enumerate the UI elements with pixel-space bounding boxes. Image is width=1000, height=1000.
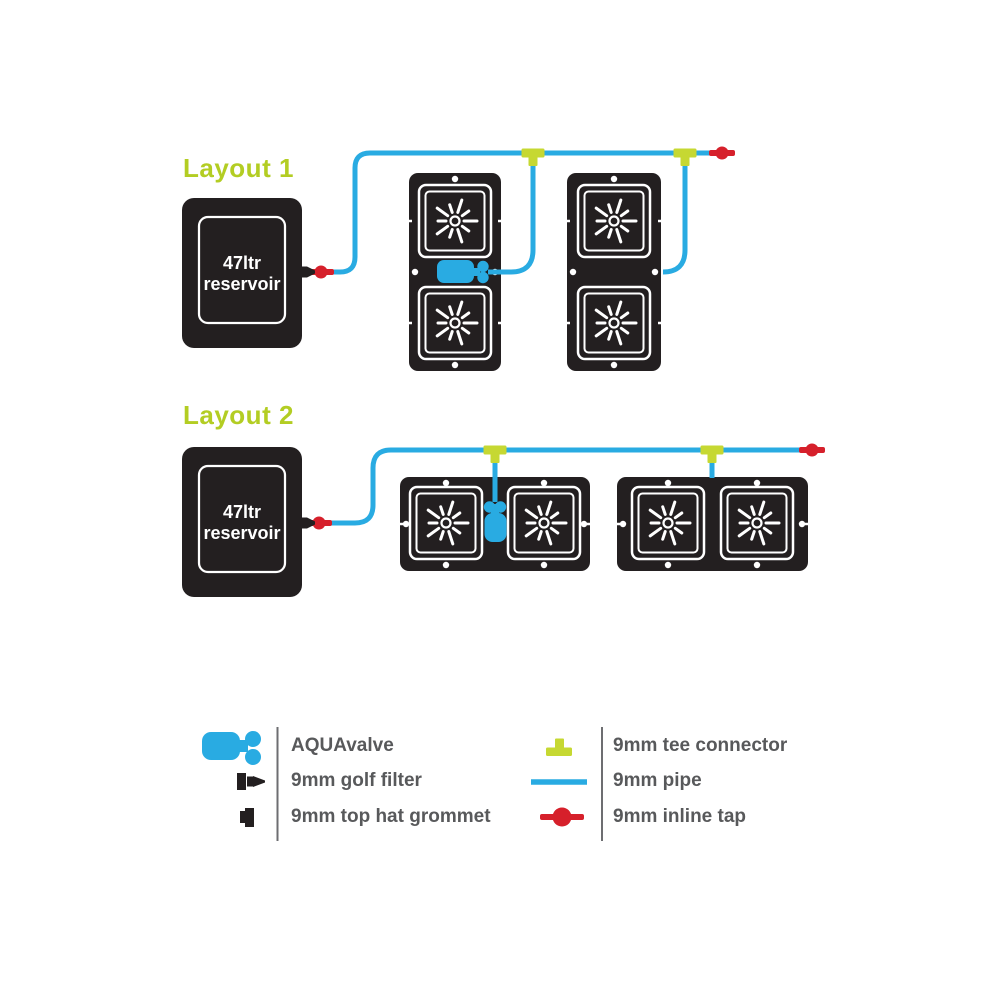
layout1-diagram bbox=[180, 146, 735, 371]
pot-starburst-icon bbox=[576, 285, 652, 361]
inline-tap-icon bbox=[709, 146, 735, 160]
tray-edge-ticks bbox=[564, 219, 664, 325]
inline-tap-icon bbox=[799, 443, 825, 457]
legend-icons bbox=[202, 727, 603, 841]
layout1-reservoir-label: 47ltr reservoir bbox=[182, 253, 302, 295]
aquavalve-icon bbox=[483, 501, 507, 542]
legend-label-aquavalve: AQUAvalve bbox=[291, 735, 394, 756]
tee-connector-icon bbox=[700, 445, 724, 463]
tee-connector-icon bbox=[673, 148, 697, 166]
pot-starburst-icon bbox=[506, 485, 582, 561]
pot-starburst-icon bbox=[719, 485, 795, 561]
aquavalve-icon bbox=[202, 731, 261, 765]
pot-starburst-icon bbox=[576, 183, 652, 259]
tee-connector-icon bbox=[546, 738, 572, 756]
pipe-path bbox=[306, 447, 806, 526]
tee-connector-icon bbox=[483, 445, 507, 463]
inline-tap-icon bbox=[540, 807, 584, 827]
reservoir-word: reservoir bbox=[203, 523, 281, 543]
layout2-reservoir-label: 47ltr reservoir bbox=[182, 502, 302, 544]
reservoir-capacity: 47ltr bbox=[222, 502, 262, 522]
pot-starburst-icon bbox=[417, 285, 493, 361]
tee-connector-icon bbox=[521, 148, 545, 166]
pot-starburst-icon bbox=[417, 183, 493, 259]
legend-label-top-hat-grommet: 9mm top hat grommet bbox=[291, 806, 491, 827]
legend-label-tee-connector: 9mm tee connector bbox=[613, 735, 788, 756]
layout1-tray-2 bbox=[564, 173, 664, 371]
top-hat-grommet-icon bbox=[240, 808, 254, 827]
pipe-path bbox=[306, 150, 716, 275]
layout1-pipes bbox=[306, 150, 716, 275]
layout1-title: Layout 1 bbox=[183, 153, 294, 183]
reservoir-word: reservoir bbox=[203, 274, 281, 294]
pot-starburst-icon bbox=[408, 485, 484, 561]
pipe-path bbox=[662, 156, 688, 275]
legend-label-golf-filter: 9mm golf filter bbox=[291, 770, 422, 791]
layout2-title: Layout 2 bbox=[183, 400, 294, 430]
aquavalve-icon bbox=[437, 260, 489, 284]
layout2-diagram bbox=[180, 443, 825, 599]
golf-filter-icon bbox=[237, 773, 265, 790]
legend-label-pipe: 9mm pipe bbox=[613, 770, 702, 791]
pipe-path bbox=[488, 156, 536, 275]
pot-starburst-icon bbox=[630, 485, 706, 561]
layout2-tray-2 bbox=[614, 477, 811, 571]
tray-edge-ticks bbox=[406, 219, 504, 325]
legend-label-inline-tap: 9mm inline tap bbox=[613, 806, 747, 827]
reservoir-capacity: 47ltr bbox=[222, 253, 262, 273]
